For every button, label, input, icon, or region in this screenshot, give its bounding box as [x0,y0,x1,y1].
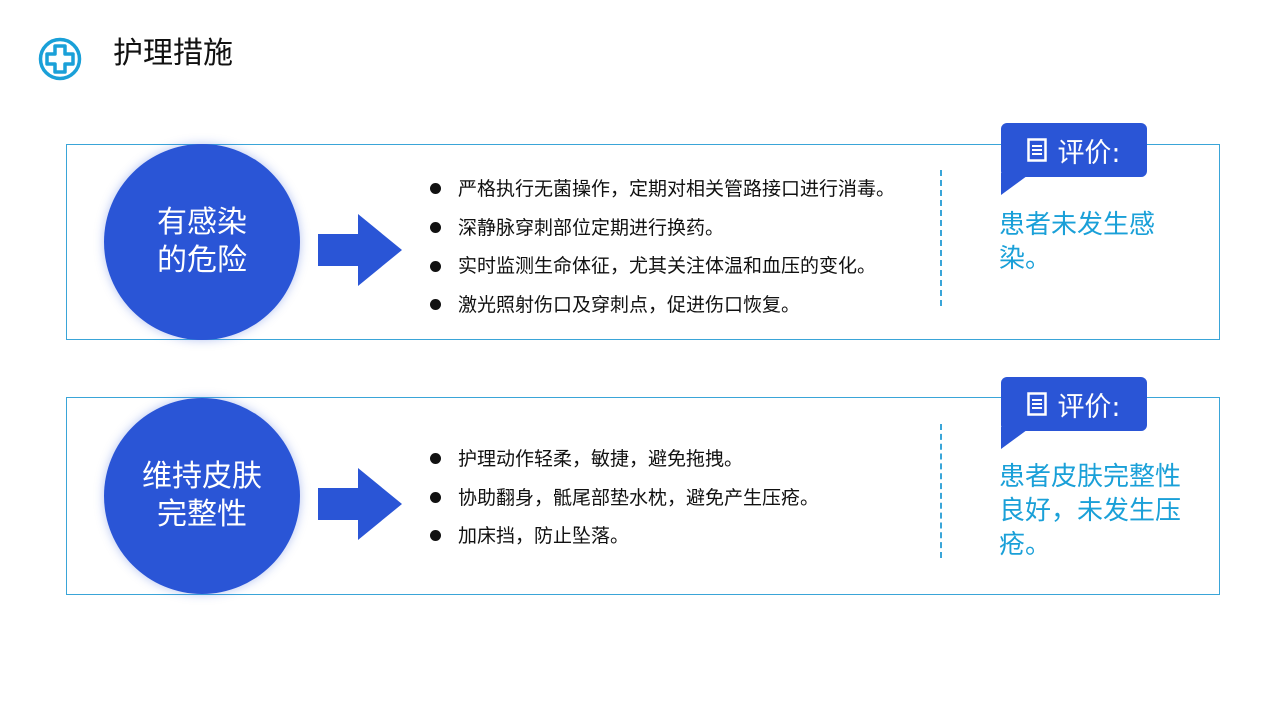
list-item: 协助翻身，骶尾部垫水枕，避免产生压疮。 [429,479,819,518]
list-item: 严格执行无菌操作，定期对相关管路接口进行消毒。 [429,170,895,209]
divider [940,170,942,306]
arrow-right-icon [318,468,402,540]
evaluation-tag: 评价: [1001,123,1147,195]
document-icon [1027,138,1048,162]
medical-cross-icon [38,37,82,81]
evaluation-label: 评价: [1057,137,1121,169]
list-item: 护理动作轻柔，敏捷，避免拖拽。 [429,440,819,479]
list-item: 深静脉穿刺部位定期进行换药。 [429,209,895,248]
topic-circle-infection: 有感染 的危险 [104,144,300,340]
list-item: 实时监测生命体征，尤其关注体温和血压的变化。 [429,247,895,286]
list-item: 加床挡，防止坠落。 [429,517,819,556]
evaluation-label: 评价: [1057,391,1121,423]
arrow-right-icon [318,214,402,286]
nursing-card-infection [66,144,1220,340]
divider [940,424,942,558]
list-item: 激光照射伤口及穿刺点，促进伤口恢复。 [429,286,895,325]
nursing-card-skin [66,397,1220,595]
measure-list: 护理动作轻柔，敏捷，避免拖拽。 协助翻身，骶尾部垫水枕，避免产生压疮。 加床挡，… [429,440,819,556]
document-icon [1027,392,1048,416]
topic-label: 有感染 的危险 [157,205,247,278]
topic-circle-skin: 维持皮肤 完整性 [104,398,300,594]
evaluation-result: 患者未发生感染。 [999,210,1156,274]
evaluation-result: 患者皮肤完整性良好，未发生压疮。 [999,462,1182,560]
page-title: 护理措施 [113,36,233,71]
evaluation-tag: 评价: [1001,377,1147,449]
topic-label: 维持皮肤 完整性 [142,459,262,532]
measure-list: 严格执行无菌操作，定期对相关管路接口进行消毒。 深静脉穿刺部位定期进行换药。 实… [429,170,895,325]
